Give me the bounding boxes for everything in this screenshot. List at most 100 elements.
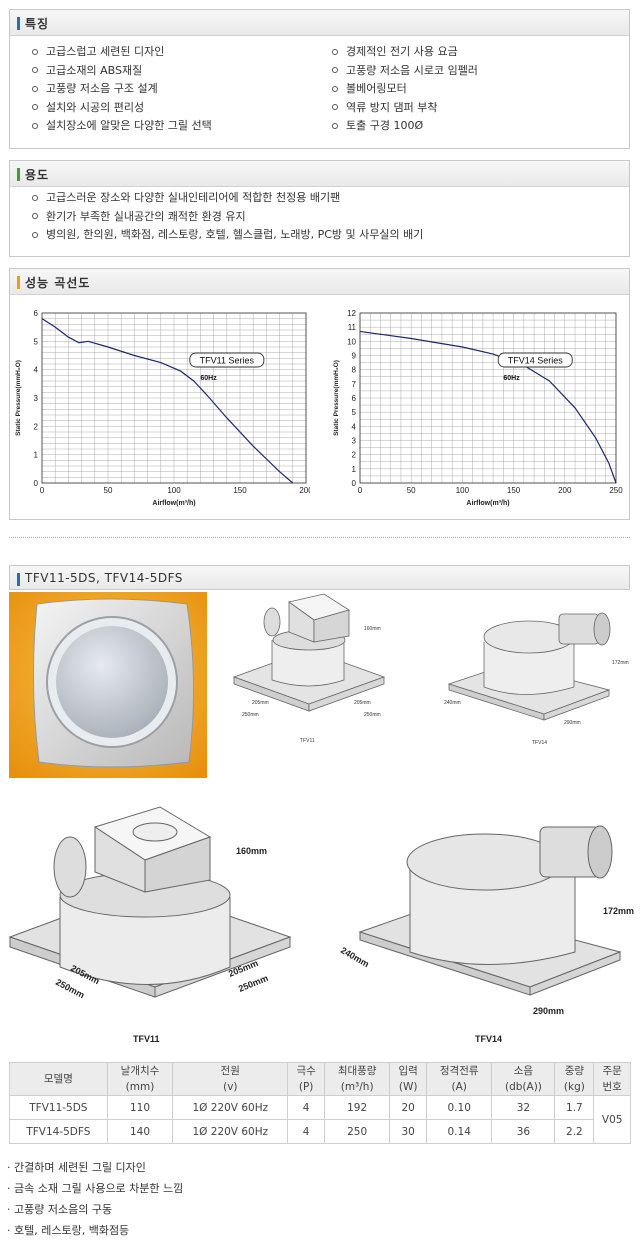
notes-list: · 간결하며 세련된 그릴 디자인· 금속 소재 그릴 사용으로 차분한 느낌·…: [7, 1157, 183, 1241]
list-item-text: 고풍량 저소음 시로코 임펠러: [346, 63, 478, 77]
x-tick-label: 50: [104, 486, 113, 495]
bullet-icon: [332, 122, 338, 129]
tfv11-small-drawing: 160mm 205mm 250mm 205mm 250mm TFV11: [232, 593, 386, 744]
x-tick-label: 50: [407, 486, 416, 495]
list-item: 경제적인 전기 사용 요금: [332, 43, 478, 62]
performance-chart-tfv11: 0501001502000123456Airflow(m³/h)Static P…: [15, 309, 310, 507]
list-item-text: 토출 구경 100Ø: [346, 119, 424, 132]
x-tick-label: 0: [358, 486, 363, 495]
y-tick-label: 4: [34, 366, 39, 375]
bullet-icon: [32, 104, 38, 110]
x-tick-label: 150: [233, 486, 247, 495]
y-tick-label: 9: [352, 352, 357, 361]
tfv11-small-d4: 250mm: [364, 712, 381, 718]
spec-cell: 0.14: [425, 1119, 493, 1144]
spec-header-text: 모델명: [43, 1073, 73, 1085]
list-item-text: 역류 방지 댐퍼 부착: [346, 100, 438, 114]
list-item-text: 환기가 부족한 실내공간의 쾌적한 환경 유지: [46, 209, 246, 223]
x-tick-label: 100: [456, 486, 470, 495]
y-tick-label: 1: [352, 465, 357, 474]
spec-header-text: (W): [398, 1081, 418, 1093]
x-tick-label: 200: [299, 486, 310, 495]
spec-cell: 4: [287, 1095, 325, 1120]
spec-header-cell: 중량(kg): [554, 1062, 595, 1096]
spec-header-cell: 극수(P): [287, 1062, 325, 1096]
bullet-icon: [32, 194, 38, 201]
spec-header-text: 극수: [296, 1065, 316, 1077]
spec-cell: 20: [389, 1095, 427, 1120]
bullet-icon: [332, 48, 338, 55]
spec-header-text: 날개치수: [120, 1065, 160, 1077]
list-item: 환기가 부족한 실내공간의 쾌적한 환경 유지: [32, 208, 423, 227]
y-tick-label: 6: [352, 394, 357, 403]
series-legend-label: TFV14 Series: [508, 356, 564, 366]
spec-cell: 36: [491, 1119, 556, 1144]
series-line: [359, 330, 617, 484]
y-tick-label: 3: [352, 437, 357, 446]
series-legend-box: [497, 352, 573, 368]
tfv14-large-d1: 240mm: [339, 945, 371, 969]
x-tick-label: 200: [558, 486, 572, 495]
tfv14-large-drawing: 172mm 240mm 290mm TFV14: [339, 825, 634, 1044]
list-item-text: 설치장소에 알맞은 다양한 그릴 선택: [46, 119, 212, 132]
dotted-divider: [9, 537, 630, 538]
product-photo: [9, 592, 207, 778]
spec-cell: 1.7: [554, 1095, 595, 1120]
spec-header-cell: 최대풍량(m³/h): [323, 1062, 391, 1096]
list-item-text: 고풍량 저소음 구조 설계: [46, 82, 158, 95]
list-item: 볼베어링모터: [332, 80, 478, 99]
spec-cell: 0.10: [425, 1095, 493, 1120]
list-item: 고급스럽고 세련된 디자인: [32, 43, 212, 62]
tfv11-large-d2: 250mm: [54, 977, 86, 1000]
product-section: TFV11-5DS, TFV14-5DFS 160mm 205mm 2: [9, 565, 630, 780]
tfv11-large-height: 160mm: [236, 846, 267, 856]
spec-header-cell: 전원(v): [172, 1062, 289, 1096]
list-item: 토출 구경 100Ø: [332, 117, 478, 136]
tfv14-small-d1: 240mm: [444, 700, 461, 706]
list-item-text: 볼베어링모터: [346, 82, 407, 95]
section-bar-icon: [17, 17, 20, 30]
plot-frame: [41, 312, 307, 484]
list-item: 병의원, 한의원, 백화점, 레스토랑, 호텔, 헬스클럽, 노래방, PC방 …: [32, 226, 423, 245]
tfv11-small-height: 160mm: [364, 626, 381, 632]
bullet-icon: [32, 122, 38, 129]
tfv14-small-d2: 290mm: [564, 720, 581, 726]
spec-cell: TFV11-5DS: [9, 1095, 108, 1120]
spec-header-cell: 소음(db(A)): [491, 1062, 556, 1096]
spec-header-text: (mm): [125, 1081, 155, 1093]
bullet-icon: [332, 67, 338, 73]
series-legend-label: TFV11 Series: [200, 356, 255, 366]
x-tick-label: 250: [609, 486, 623, 495]
tfv14-large-height: 172mm: [603, 906, 634, 916]
spec-header-text: 전원: [220, 1065, 240, 1077]
tfv14-large-label: TFV14: [475, 1034, 502, 1044]
performance-title: 성능 곡선도: [25, 276, 91, 290]
section-bar-icon: [17, 276, 20, 289]
spec-cell: 140: [106, 1119, 174, 1144]
note-item: · 간결하며 세련된 그릴 디자인: [7, 1161, 146, 1174]
features-title: 특징: [25, 17, 50, 31]
y-tick-label: 0: [34, 479, 39, 488]
section-bar-icon: [17, 573, 20, 586]
tfv14-small-label: TFV14: [532, 740, 547, 746]
list-item-text: 병의원, 한의원, 백화점, 레스토랑, 호텔, 헬스클럽, 노래방, PC방 …: [46, 228, 424, 241]
note-item: · 고풍량 저소음의 구동: [7, 1203, 113, 1216]
plot-frame: [359, 312, 617, 484]
spec-header-text: (kg): [563, 1081, 585, 1093]
x-axis-label: Airflow(m³/h): [466, 500, 509, 507]
bullet-icon: [32, 231, 38, 238]
y-tick-label: 0: [352, 479, 357, 488]
tfv11-large-label: TFV11: [133, 1034, 160, 1044]
frequency-label: 60Hz: [200, 375, 217, 382]
bullet-icon: [332, 104, 338, 110]
product-header: TFV11-5DS, TFV14-5DFS: [9, 565, 630, 590]
spec-header-cell: 입력(W): [389, 1062, 427, 1096]
y-tick-label: 3: [34, 394, 39, 403]
